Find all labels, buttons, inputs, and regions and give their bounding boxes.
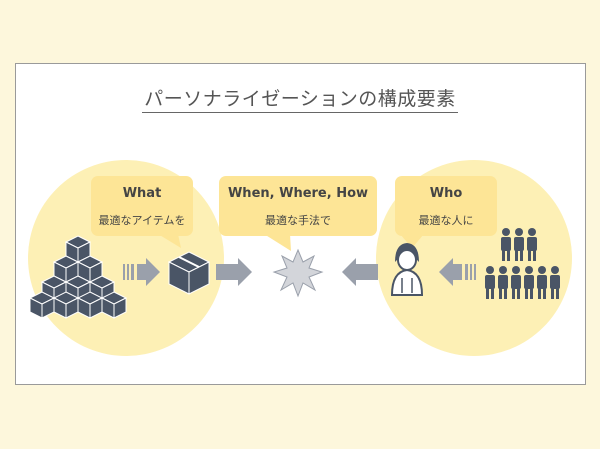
who-bubble	[395, 176, 497, 248]
striped-arrow-left-icon	[439, 258, 476, 286]
crowd-icon	[485, 228, 560, 299]
arrow-right-icon	[216, 258, 252, 286]
when-where-how-bubble-text: When, Where, How 最適な手法で	[219, 186, 377, 228]
person-icon	[390, 243, 424, 296]
who-caption: 最適な人に	[418, 214, 474, 227]
what-heading: What	[122, 186, 162, 201]
burst-icon	[272, 248, 324, 298]
single-box-icon	[167, 251, 211, 295]
striped-arrow-right-icon	[123, 258, 160, 286]
when-where-how-heading: When, Where, How	[227, 186, 369, 201]
when-where-how-bubble	[219, 176, 377, 251]
who-heading: Who	[429, 186, 463, 201]
box-pile-icon	[28, 235, 128, 319]
diagram-title: パーソナライゼーションの構成要素	[0, 84, 600, 113]
what-bubble	[91, 176, 193, 248]
what-caption: 最適なアイテムを	[98, 214, 186, 227]
who-bubble-text: Who 最適な人に	[395, 186, 497, 228]
arrow-left-icon	[342, 258, 378, 286]
what-bubble-text: What 最適なアイテムを	[91, 186, 193, 228]
when-where-how-caption: 最適な手法で	[265, 214, 331, 227]
